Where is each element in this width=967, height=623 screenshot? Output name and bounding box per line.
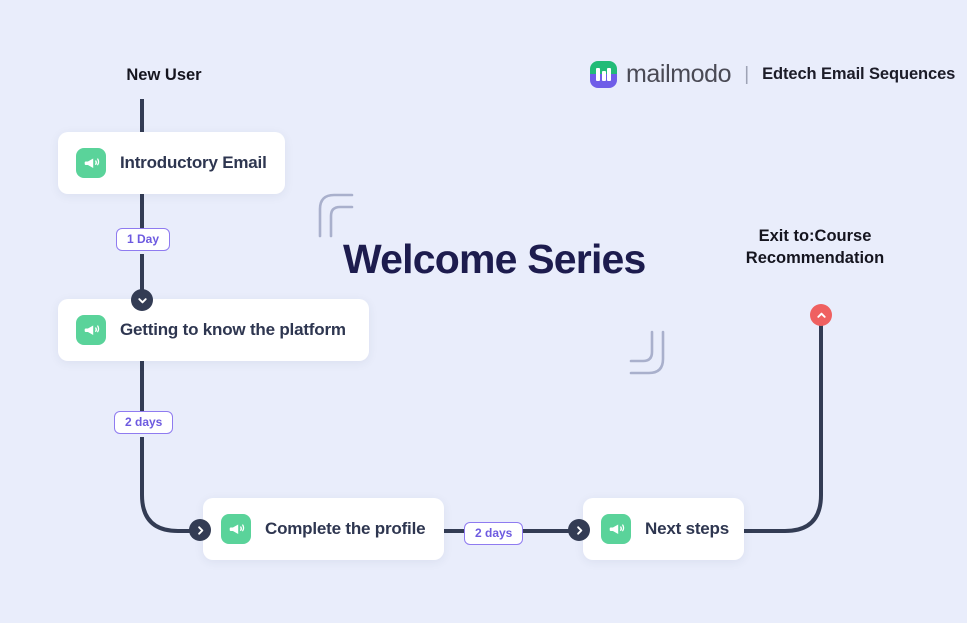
brand-name: mailmodo <box>626 60 732 88</box>
chevron-down-icon[interactable] <box>131 289 153 311</box>
megaphone-icon <box>76 148 106 178</box>
chevron-up-icon[interactable] <box>810 304 832 326</box>
step-card-introductory-email[interactable]: Introductory Email <box>58 132 285 194</box>
step-card-next-steps[interactable]: Next steps <box>583 498 744 560</box>
wire-step4-to-exit <box>743 318 823 533</box>
delay-badge-1[interactable]: 1 Day <box>116 228 171 251</box>
step-card-complete-the-profile[interactable]: Complete the profile <box>203 498 444 560</box>
decorative-arc-top <box>305 190 357 245</box>
delay-badge-2[interactable]: 2 days <box>114 411 174 434</box>
chevron-right-icon[interactable] <box>568 519 590 541</box>
delay-badge-3[interactable]: 2 days <box>464 522 524 545</box>
megaphone-icon <box>221 514 251 544</box>
step-card-getting-to-know-the-platform[interactable]: Getting to know the platform <box>58 299 369 361</box>
brand-header: mailmodo | Edtech Email Sequences <box>590 60 955 89</box>
megaphone-icon <box>601 514 631 544</box>
wire-delay2-to-step3 <box>140 437 205 533</box>
decorative-arc-bottom <box>626 328 678 383</box>
brand-separator: | <box>744 63 750 85</box>
chevron-right-icon[interactable] <box>189 519 211 541</box>
step-card-title: Next steps <box>645 519 729 538</box>
workspace-name: Edtech Email Sequences <box>762 65 956 83</box>
mailmodo-logo-icon <box>590 61 617 88</box>
entry-node-label: New User <box>126 66 202 84</box>
megaphone-icon <box>76 315 106 345</box>
step-card-title: Complete the profile <box>265 519 426 538</box>
page-title: Welcome Series <box>343 236 646 282</box>
step-card-title: Introductory Email <box>120 153 267 172</box>
step-card-title: Getting to know the platform <box>120 320 346 339</box>
exit-node-label: Exit to:Course Recommendation <box>745 227 885 267</box>
